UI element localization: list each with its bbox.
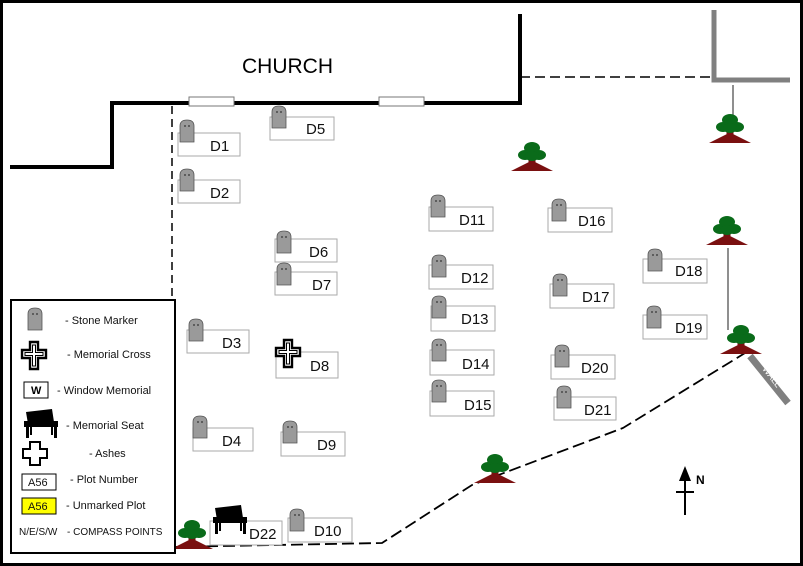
plot-label: D8 xyxy=(310,358,329,375)
stone-marker-icon xyxy=(276,262,292,286)
plot-label: D1 xyxy=(210,138,229,155)
plot-D7[interactable]: D7 xyxy=(274,262,338,296)
tree-icon xyxy=(709,114,751,143)
legend-plot-number-label: - Plot Number xyxy=(70,474,138,486)
boundary-dashed-south xyxy=(171,352,746,548)
plot-label: D22 xyxy=(249,526,277,543)
legend-window-memorial-label: - Window Memorial xyxy=(57,385,151,397)
plot-D22[interactable]: D22 xyxy=(209,505,283,546)
stone-marker-icon xyxy=(551,198,567,222)
church-label: CHURCH xyxy=(242,55,333,78)
plot-label: D17 xyxy=(582,289,610,306)
plot-label: D7 xyxy=(312,277,331,294)
tree-icon xyxy=(171,520,213,549)
plot-label: D2 xyxy=(210,185,229,202)
plot-label: D10 xyxy=(314,523,342,540)
stone-marker-icon xyxy=(179,119,195,143)
plot-label: D14 xyxy=(462,356,490,373)
tree-icon xyxy=(511,142,553,171)
grey-wall-corner xyxy=(711,10,790,83)
stone-marker-icon xyxy=(554,344,570,368)
plot-label: D21 xyxy=(584,402,612,419)
plot-D3[interactable]: D3 xyxy=(186,318,250,354)
window-memorial-right xyxy=(378,96,425,107)
plot-D17[interactable]: D17 xyxy=(549,273,615,309)
stone-marker-icon xyxy=(27,307,43,331)
legend-unmarked-plot-label: - Unmarked Plot xyxy=(66,500,145,512)
plot-D5[interactable]: D5 xyxy=(269,105,335,141)
plot-D11[interactable]: D11 xyxy=(428,194,494,232)
plot-D14[interactable]: D14 xyxy=(429,338,495,376)
plot-label: D9 xyxy=(317,437,336,454)
legend-memorial-seat-label: - Memorial Seat xyxy=(66,420,144,432)
stone-marker-icon xyxy=(282,420,298,444)
legend-ashes-label: - Ashes xyxy=(89,448,126,460)
plot-label: D12 xyxy=(461,270,489,287)
plot-number-icon xyxy=(21,473,57,491)
wall-segment xyxy=(747,353,791,406)
stone-marker-icon xyxy=(647,248,663,272)
plot-label: D20 xyxy=(581,360,609,377)
legend-unmarked-plot-symbol: A56 xyxy=(28,501,48,513)
plot-label: D15 xyxy=(464,397,492,414)
window-memorial-left xyxy=(188,96,235,107)
plot-label: D13 xyxy=(461,311,489,328)
church-wall xyxy=(10,14,522,169)
tree-icon xyxy=(720,325,762,354)
plot-D9[interactable]: D9 xyxy=(280,420,346,457)
plot-D1[interactable]: D1 xyxy=(177,119,241,157)
legend-compass-label: - COMPASS POINTS xyxy=(67,527,163,538)
stone-marker-icon xyxy=(192,415,208,439)
legend-plot-number-symbol: A56 xyxy=(28,477,48,489)
plot-D13[interactable]: D13 xyxy=(430,295,496,332)
stone-marker-icon xyxy=(556,385,572,409)
plot-D19[interactable]: D19 xyxy=(642,305,708,340)
plot-label: D5 xyxy=(306,121,325,138)
plot-D2[interactable]: D2 xyxy=(177,168,241,204)
window-memorial-icon xyxy=(23,381,49,399)
stone-marker-icon xyxy=(646,305,662,329)
stone-marker-icon xyxy=(188,318,204,342)
legend-compass-symbol: N/E/S/W xyxy=(19,527,58,538)
ashes-icon xyxy=(22,441,48,466)
plot-label: D4 xyxy=(222,433,241,450)
plot-D16[interactable]: D16 xyxy=(547,198,613,233)
stone-marker-icon xyxy=(431,379,447,403)
plot-D10[interactable]: D10 xyxy=(287,508,353,543)
plot-label: D19 xyxy=(675,320,703,337)
plot-D8[interactable]: D8 xyxy=(274,338,339,379)
stone-marker-icon xyxy=(276,230,292,254)
plot-label: D16 xyxy=(578,213,606,230)
tree-icon xyxy=(474,454,516,483)
stone-marker-icon xyxy=(431,295,447,319)
plot-D18[interactable]: D18 xyxy=(642,248,708,284)
plot-label: D11 xyxy=(459,212,485,229)
legend-memorial-cross-label: - Memorial Cross xyxy=(67,349,151,361)
plot-D6[interactable]: D6 xyxy=(274,230,338,263)
unmarked-plot-icon xyxy=(21,497,57,515)
compass-north-label: N xyxy=(696,473,705,487)
stone-marker-icon xyxy=(431,338,447,362)
stone-marker-icon xyxy=(289,508,305,532)
stone-marker-icon xyxy=(271,105,287,129)
plot-D21[interactable]: D21 xyxy=(553,385,617,421)
plot-label: D6 xyxy=(309,244,328,261)
stone-marker-icon xyxy=(552,273,568,297)
plot-D15[interactable]: D15 xyxy=(429,379,495,417)
legend-stone-marker-label: - Stone Marker xyxy=(65,315,138,327)
plot-D4[interactable]: D4 xyxy=(192,415,254,452)
plot-D12[interactable]: D12 xyxy=(428,254,494,290)
plot-label: D3 xyxy=(222,335,241,352)
tree-icon xyxy=(706,216,748,245)
legend: - Stone Marker - Memorial Cross W - Wind… xyxy=(10,299,176,554)
stone-marker-icon xyxy=(431,254,447,278)
compass: N xyxy=(676,466,705,515)
plot-D20[interactable]: D20 xyxy=(550,344,616,380)
plot-label: D18 xyxy=(675,263,703,280)
legend-window-symbol: W xyxy=(31,385,42,397)
stone-marker-icon xyxy=(179,168,195,192)
stone-marker-icon xyxy=(430,194,446,218)
